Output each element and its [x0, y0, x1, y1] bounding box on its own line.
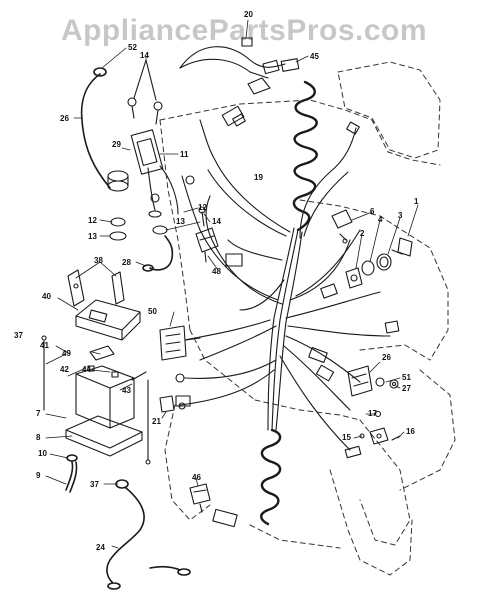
- top-connector-harness: [179, 37, 300, 95]
- cable-9: [65, 454, 78, 493]
- label-part-14-mid: 14: [212, 217, 221, 226]
- label-part-42: 42: [60, 365, 69, 374]
- label-part-15: 15: [342, 433, 351, 442]
- label-part-26: 26: [60, 114, 69, 123]
- label-part-44: 44: [82, 365, 91, 374]
- label-part-11: 11: [180, 150, 189, 159]
- label-part-37-bottom: 37: [90, 480, 99, 489]
- label-part-50: 50: [148, 307, 157, 316]
- coiled-harness-lower: [260, 428, 282, 526]
- label-part-46: 46: [192, 473, 201, 482]
- harness-connectors: [175, 105, 400, 528]
- label-part-8: 8: [36, 433, 41, 442]
- label-part-10: 10: [38, 449, 47, 458]
- solenoid-assembly: [107, 59, 195, 241]
- battery-cable-26: [80, 67, 111, 189]
- chassis-outline: [159, 61, 456, 576]
- label-part-40: 40: [42, 292, 51, 301]
- label-part-3: 3: [398, 211, 403, 220]
- label-part-41: 41: [40, 341, 49, 350]
- label-part-6: 6: [370, 207, 375, 216]
- switch-components-right: [331, 209, 413, 289]
- relay-48: [195, 206, 219, 263]
- label-part-52: 52: [128, 43, 137, 52]
- label-part-9: 9: [36, 471, 41, 480]
- component-46: [189, 483, 211, 513]
- label-part-43: 43: [122, 386, 131, 395]
- coiled-harness-upper: [292, 80, 318, 232]
- label-part-20: 20: [244, 10, 253, 19]
- label-part-29: 29: [112, 140, 121, 149]
- label-part-49: 49: [62, 349, 71, 358]
- label-part-28: 28: [122, 258, 131, 267]
- battery-assembly: [41, 269, 151, 465]
- label-part-19: 19: [254, 173, 263, 182]
- label-part-14-top: 14: [140, 51, 149, 60]
- module-50: [159, 325, 201, 361]
- main-wire-bundle: [179, 119, 391, 451]
- label-part-38: 38: [94, 256, 103, 265]
- ground-cable-24: [106, 479, 191, 590]
- label-part-1: 1: [414, 197, 419, 206]
- label-part-12-right: 12: [198, 203, 207, 212]
- label-part-27: 27: [402, 384, 411, 393]
- label-part-4: 4: [378, 215, 383, 224]
- label-part-7: 7: [36, 409, 41, 418]
- label-part-16: 16: [406, 427, 415, 436]
- label-part-37-left: 37: [14, 331, 23, 340]
- label-part-24: 24: [96, 543, 105, 552]
- component-21: [159, 395, 175, 413]
- label-part-48: 48: [212, 267, 221, 276]
- leader-lines: [45, 19, 419, 549]
- label-part-13-left: 13: [88, 232, 97, 241]
- label-part-17: 17: [368, 409, 377, 418]
- label-part-45: 45: [310, 52, 319, 61]
- label-part-13-right: 13: [176, 217, 185, 226]
- label-part-21: 21: [152, 417, 161, 426]
- switch-components-lower-right: [347, 365, 401, 445]
- label-part-12-left: 12: [88, 216, 97, 225]
- label-part-2: 2: [360, 229, 365, 238]
- label-part-51: 51: [402, 373, 411, 382]
- cable-28: [142, 235, 174, 272]
- label-part-26-right: 26: [382, 353, 391, 362]
